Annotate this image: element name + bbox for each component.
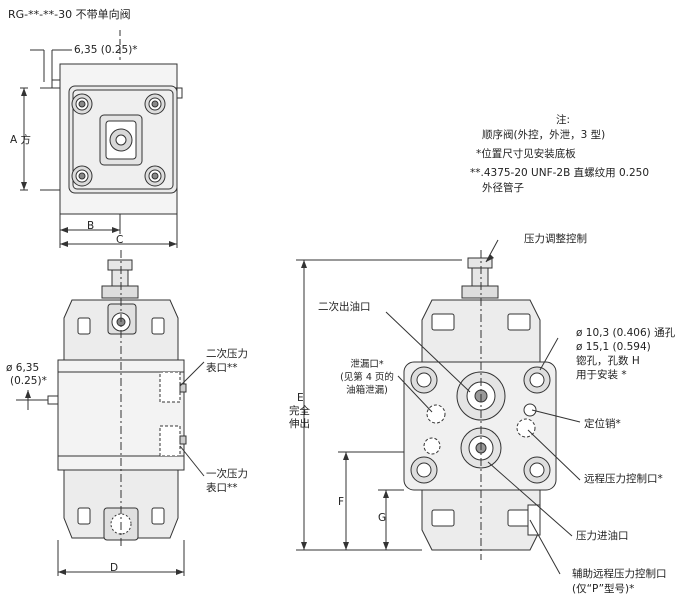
note-line-2: *位置尺寸见安装底板: [476, 148, 576, 160]
dim-g-label: G: [378, 512, 387, 524]
notes-block: 注: 顺序阀(外控，外泄，3 型) *位置尺寸见安装底板 **.4375-20 …: [470, 113, 680, 196]
dim-b-label: B: [87, 220, 95, 232]
drawing-title: RG-**-**-30 不带单向阀: [8, 8, 131, 21]
aux-remote-label-2: (仅“P”型号)*: [572, 583, 635, 595]
full-extension-label: 完全: [289, 405, 310, 417]
pressure-adjust-label: 压力调整控制: [524, 233, 587, 245]
dim-e-label: E: [297, 392, 304, 404]
drain-note-2: 油箱泄漏): [346, 385, 388, 396]
note-line-4: 外径管子: [482, 182, 524, 194]
secondary-gauge-label: 二次压力: [206, 348, 248, 360]
primary-gauge-label-2: 表口**: [206, 482, 238, 494]
top-view: [20, 30, 183, 248]
dim-left-label: ø 6,35: [6, 362, 40, 374]
note-line-3: **.4375-20 UNF-2B 直螺纹用 0.250: [470, 167, 650, 179]
dim-offset-label: 6,35 (0.25)*: [74, 44, 138, 56]
arrowheads: [21, 88, 494, 575]
drain-note-1: (见第 4 页的: [340, 372, 394, 383]
secondary-gauge-label-2: 表口**: [206, 362, 238, 374]
side-view: [296, 239, 581, 575]
drain-port-label: 泄漏口*: [350, 359, 384, 370]
hole-spec-4: 用于安装 *: [576, 369, 627, 381]
primary-gauge-label: 一次压力: [206, 468, 248, 480]
locating-pin-label: 定位销*: [584, 418, 621, 430]
hole-spec-3: 锪孔，孔数 H: [576, 355, 640, 367]
inlet-port-label: 压力进油口: [576, 530, 629, 542]
dim-c-label: C: [116, 234, 124, 246]
notes-heading: 注:: [556, 114, 571, 126]
full-extension-label-2: 伸出: [289, 418, 310, 430]
dim-f-label: F: [338, 496, 345, 508]
aux-remote-label: 辅助远程压力控制口: [572, 568, 667, 580]
hole-spec-1: ø 10,3 (0.406) 通孔: [576, 327, 676, 339]
dim-left-label-inch: (0.25)*: [10, 375, 47, 387]
secondary-outlet-label: 二次出油口: [318, 301, 371, 313]
note-line-1: 顺序阀(外控，外泄，3 型): [482, 129, 606, 141]
hole-spec-2: ø 15,1 (0.594): [576, 341, 651, 353]
front-view: [16, 250, 205, 576]
dim-a-label: A 方: [10, 134, 32, 146]
remote-port-label: 远程压力控制口*: [584, 473, 663, 485]
dim-d-label: D: [110, 562, 119, 574]
